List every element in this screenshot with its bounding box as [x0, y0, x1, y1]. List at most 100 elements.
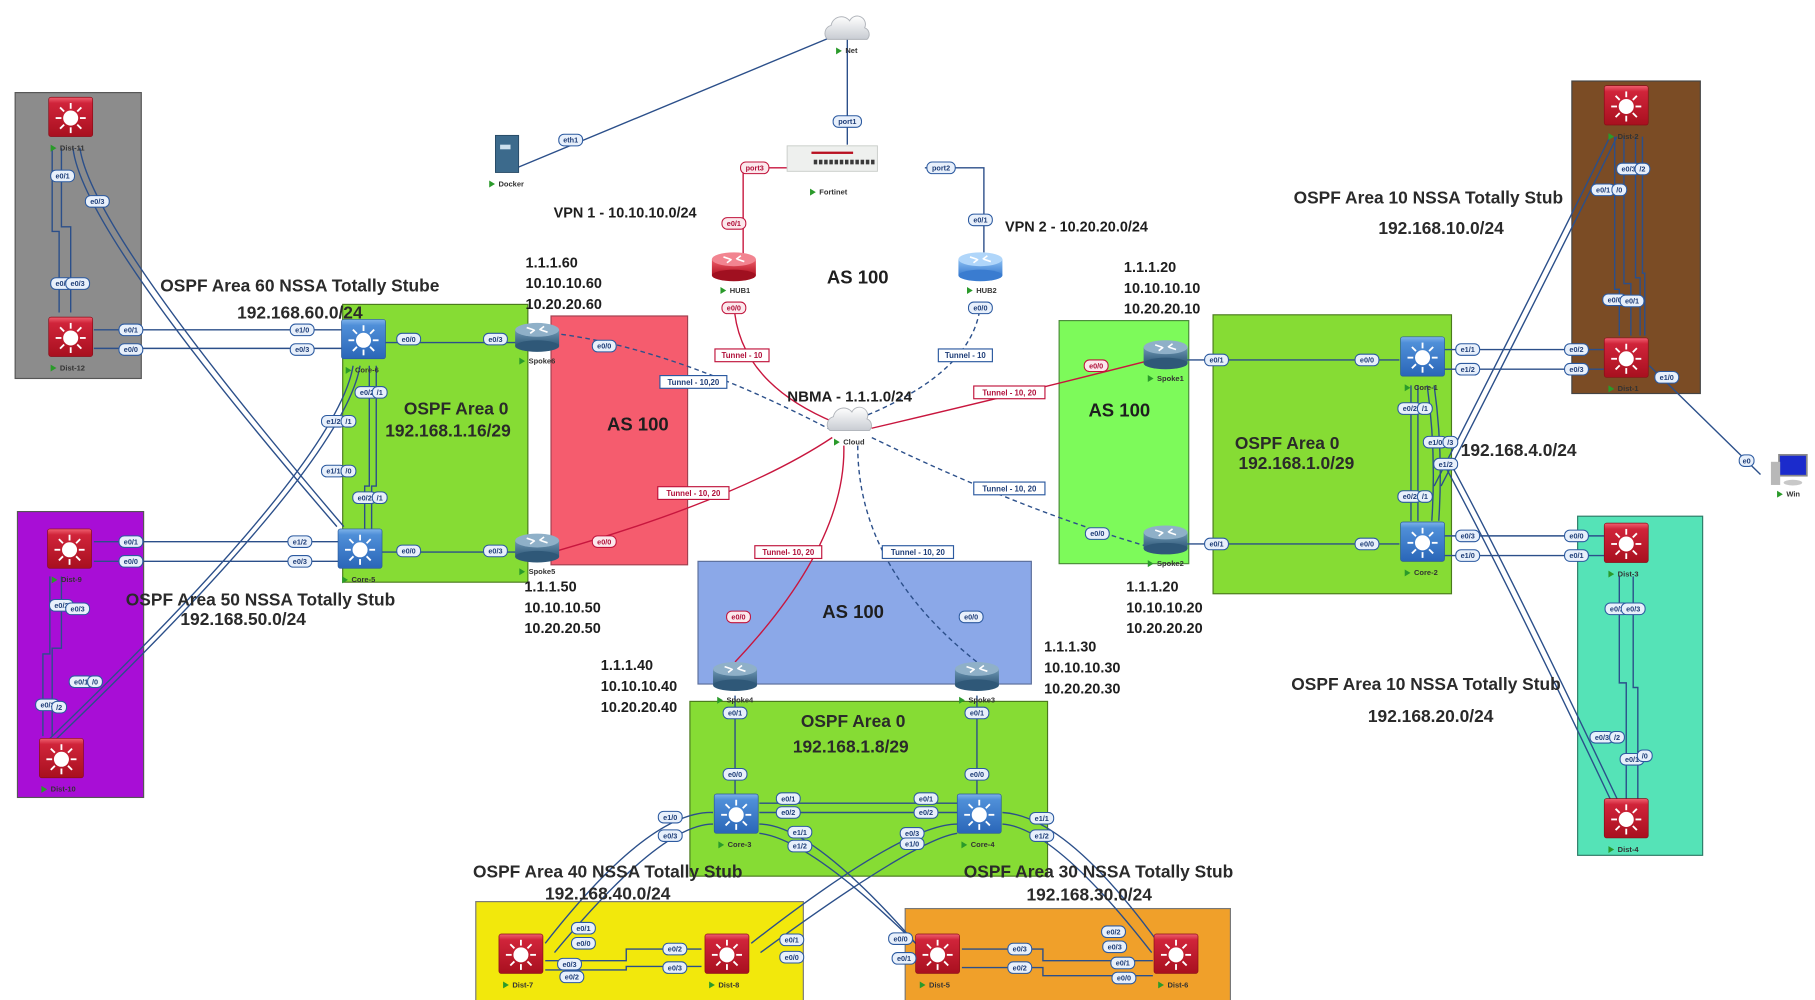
spoke2-nbma-ip: 1.1.1.20 — [1126, 579, 1178, 595]
node-docker[interactable]: Docker — [489, 134, 524, 188]
node-dist5[interactable]: Dist-5 — [915, 933, 960, 989]
ethernet-link[interactable] — [544, 811, 714, 944]
node-core2[interactable]: Core-2 — [1400, 521, 1445, 577]
spoke6-ip-stack: 1.1.1.60 10.10.10.60 10.20.20.60 — [526, 255, 602, 313]
port-name: e1/0 — [1461, 551, 1475, 560]
node-core6[interactable]: Core-6 — [341, 319, 386, 375]
node-hub1[interactable]: HUB1 — [711, 252, 756, 295]
node-name: Dist-1 — [1618, 384, 1639, 393]
vpn1-label: VPN 1 - 10.10.10.0/24 — [554, 206, 697, 222]
node-dist4[interactable]: Dist-4 — [1603, 798, 1649, 854]
node-dist7[interactable]: Dist-7 — [498, 933, 544, 989]
node-dist9[interactable]: Dist-9 — [47, 528, 92, 584]
ethernet-link[interactable] — [1002, 823, 1153, 953]
node-label-dist12: Dist-12 — [50, 363, 85, 372]
ethernet-link[interactable] — [759, 823, 917, 944]
ethernet-link[interactable] — [79, 148, 345, 528]
node-dist10[interactable]: Dist-10 — [39, 738, 84, 794]
ethernet-link[interactable] — [370, 365, 377, 529]
ethernet-link[interactable] — [54, 365, 361, 742]
node-net[interactable]: Net — [824, 15, 870, 55]
tunnel-link-vpn2[interactable] — [553, 332, 833, 432]
node-spoke2[interactable]: Spoke2 — [1143, 525, 1188, 568]
node-core1[interactable]: Core-1 — [1400, 336, 1445, 392]
ethernet-link[interactable] — [1442, 462, 1611, 799]
port-tag: e0/2 — [559, 970, 585, 984]
node-dist11[interactable]: Dist-11 — [48, 96, 94, 152]
node-dist12[interactable]: Dist-12 — [48, 316, 94, 372]
ethernet-link[interactable] — [1433, 385, 1441, 521]
ethernet-link[interactable] — [51, 576, 63, 737]
tunnel-link-vpn1[interactable] — [742, 167, 790, 257]
node-name: Win — [1786, 490, 1800, 499]
node-label-hub1: HUB1 — [720, 286, 750, 295]
tunnel-name: Tunnel- 10, 20 — [762, 548, 814, 557]
ethernet-link[interactable] — [1618, 576, 1627, 799]
tunnel-link-vpn1[interactable] — [733, 303, 835, 424]
ethernet-link[interactable] — [363, 365, 371, 529]
ethernet-link[interactable] — [47, 365, 354, 742]
node-spoke1[interactable]: Spoke1 — [1143, 340, 1188, 383]
ethernet-link[interactable] — [750, 823, 958, 944]
node-spoke5[interactable]: Spoke5 — [515, 533, 560, 577]
port-tag: e0/3 — [1620, 602, 1646, 616]
port-tag: e0/3 — [289, 343, 315, 356]
tunnel-label: Tunnel - 10 — [937, 348, 993, 363]
port-tag: e1/0 — [1654, 371, 1680, 384]
node-cloud[interactable]: Cloud — [826, 406, 872, 446]
node-dist3[interactable]: Dist-3 — [1603, 522, 1649, 578]
node-label-core1: Core-1 — [1404, 383, 1438, 392]
port-tag: e0/0 — [118, 343, 144, 356]
running-indicator-icon — [342, 576, 349, 584]
area10a-subnet: 192.168.10.0/24 — [1378, 218, 1504, 238]
ethernet-link[interactable] — [1449, 462, 1618, 799]
port-name: e0/3 — [1461, 532, 1475, 541]
ethernet-link[interactable] — [759, 832, 926, 954]
node-hub2[interactable]: HUB2 — [958, 252, 1003, 295]
port-name: e0/0 — [402, 335, 416, 344]
port-tag: e0/1 — [1110, 956, 1136, 970]
node-core3[interactable]: Core-3 — [713, 793, 759, 849]
node-name: Core-6 — [355, 366, 379, 375]
port-name: e0/1 — [785, 935, 799, 944]
ethernet-link[interactable] — [72, 148, 338, 528]
node-spoke6[interactable]: Spoke6 — [515, 322, 560, 366]
node-core5[interactable]: Core-5 — [337, 528, 383, 584]
tunnel-link-vpn2[interactable] — [871, 436, 1148, 547]
ethernet-link[interactable] — [1002, 811, 1160, 944]
node-spoke3[interactable]: Spoke3 — [954, 662, 999, 705]
ethernet-link[interactable] — [1433, 136, 1611, 487]
port-name: /1 — [1422, 492, 1428, 501]
node-label-core3: Core-3 — [718, 840, 751, 849]
spoke1-nbma-ip: 1.1.1.20 — [1124, 260, 1176, 276]
ethernet-link[interactable] — [1426, 385, 1435, 521]
port-name: e0/0 — [597, 342, 611, 351]
port-name: e0/3 — [488, 335, 502, 344]
port-name: e0/2 — [1106, 927, 1120, 936]
ethernet-link[interactable] — [51, 148, 60, 313]
node-dist2[interactable]: Dist-2 — [1603, 85, 1649, 141]
ethernet-link[interactable] — [924, 167, 985, 253]
port-name: e0/3 — [1108, 942, 1122, 951]
node-dist8[interactable]: Dist-8 — [704, 933, 750, 989]
node-core4[interactable]: Core-4 — [956, 793, 1002, 849]
node-dist6[interactable]: Dist-6 — [1153, 933, 1199, 989]
node-dist1[interactable]: Dist-1 — [1603, 337, 1649, 393]
ethernet-link[interactable] — [1440, 136, 1618, 487]
ethernet-link[interactable] — [1641, 136, 1646, 336]
ethernet-link[interactable] — [1613, 136, 1620, 336]
ethernet-link[interactable] — [42, 576, 51, 737]
node-win[interactable]: Win — [1770, 453, 1808, 499]
node-fortinet[interactable]: Fortinet — [786, 145, 878, 197]
port-name: e0/1 — [124, 326, 138, 335]
port-tag: eth1 — [558, 133, 584, 147]
ethernet-link[interactable] — [60, 148, 72, 313]
ethernet-link[interactable] — [1623, 136, 1632, 336]
ethernet-link[interactable] — [1632, 576, 1639, 799]
node-name: Docker — [498, 179, 524, 188]
ethernet-link[interactable] — [961, 966, 1153, 977]
ethernet-link[interactable] — [760, 832, 958, 954]
ethernet-link[interactable] — [961, 948, 1153, 962]
node-spoke4[interactable]: Spoke4 — [713, 662, 758, 705]
port-tag: e0/1 — [50, 169, 76, 183]
